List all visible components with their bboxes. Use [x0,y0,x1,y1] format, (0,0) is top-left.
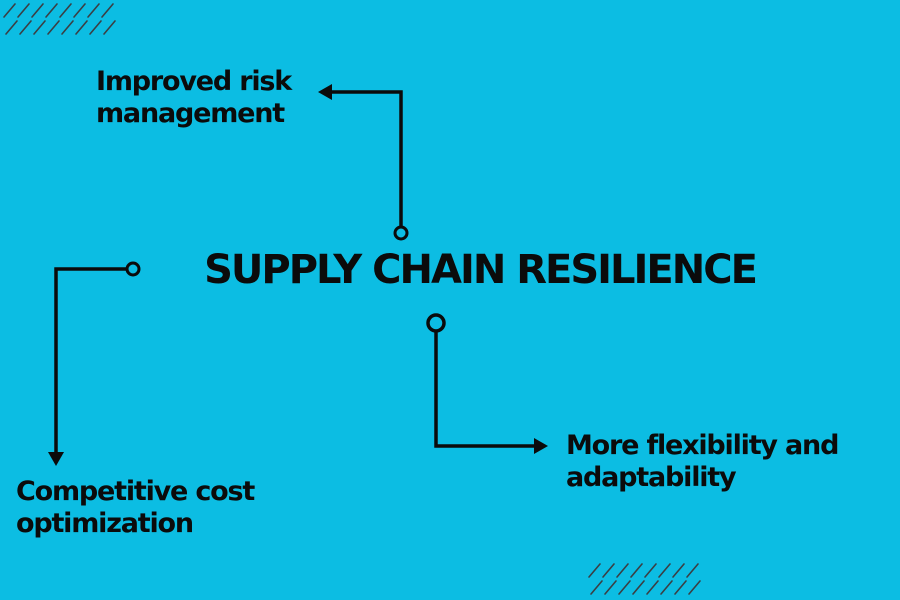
benefit-cost-optimization: Competitive cost optimization [16,476,255,540]
benefit-flexibility: More flexibility and adaptability [566,430,839,494]
hatch-stroke [590,580,603,595]
hatch-stroke [686,563,699,578]
hatch-stroke [618,580,631,595]
hatch-stroke [674,580,687,595]
hatch-stroke [61,20,74,35]
connector-node [426,313,446,333]
hatch-stroke [33,20,46,35]
hatch-decoration-top-left [3,3,116,35]
hatch-stroke [59,3,72,18]
hatch-stroke [17,3,30,18]
hatch-stroke [672,563,685,578]
hatch-stroke [646,580,659,595]
hatch-decoration-bottom-right [588,563,701,595]
benefit-line: management [96,98,285,129]
benefit-line: adaptability [566,462,737,493]
connector-cost-optimization [48,261,141,466]
benefit-line: More flexibility and [566,430,839,461]
hatch-stroke [87,3,100,18]
hatch-stroke [604,580,617,595]
hatch-stroke [19,20,32,35]
hatch-stroke [644,563,657,578]
hatch-stroke [103,20,116,35]
hatch-stroke [630,563,643,578]
hatch-stroke [101,3,114,18]
hatch-stroke [47,20,60,35]
connector-flexibility [426,313,548,454]
hatch-stroke [73,3,86,18]
hatch-stroke [75,20,88,35]
hatch-stroke [616,563,629,578]
hatch-stroke [688,580,701,595]
hatch-stroke [45,3,58,18]
connector-line [328,90,403,227]
hatch-stroke [658,563,671,578]
connector-risk-management [318,84,409,241]
hatch-stroke [602,563,615,578]
hatch-stroke [632,580,645,595]
benefit-line: optimization [16,508,194,539]
arrowhead-down-icon [48,452,64,466]
arrowhead-right-icon [534,438,548,454]
hatch-stroke [588,563,601,578]
hatch-stroke [31,3,44,18]
connector-line [434,331,535,448]
connector-node [393,225,409,241]
diagram-title: SUPPLY CHAIN RESILIENCE [204,247,758,293]
benefit-line: Improved risk [96,66,292,97]
arrowhead-left-icon [318,84,332,100]
hatch-stroke [5,20,18,35]
hatch-stroke [3,3,16,18]
hatch-stroke [89,20,102,35]
connector-line [54,267,127,455]
benefit-line: Competitive cost [16,476,255,507]
benefit-risk-management: Improved risk management [96,66,292,130]
hatch-stroke [660,580,673,595]
